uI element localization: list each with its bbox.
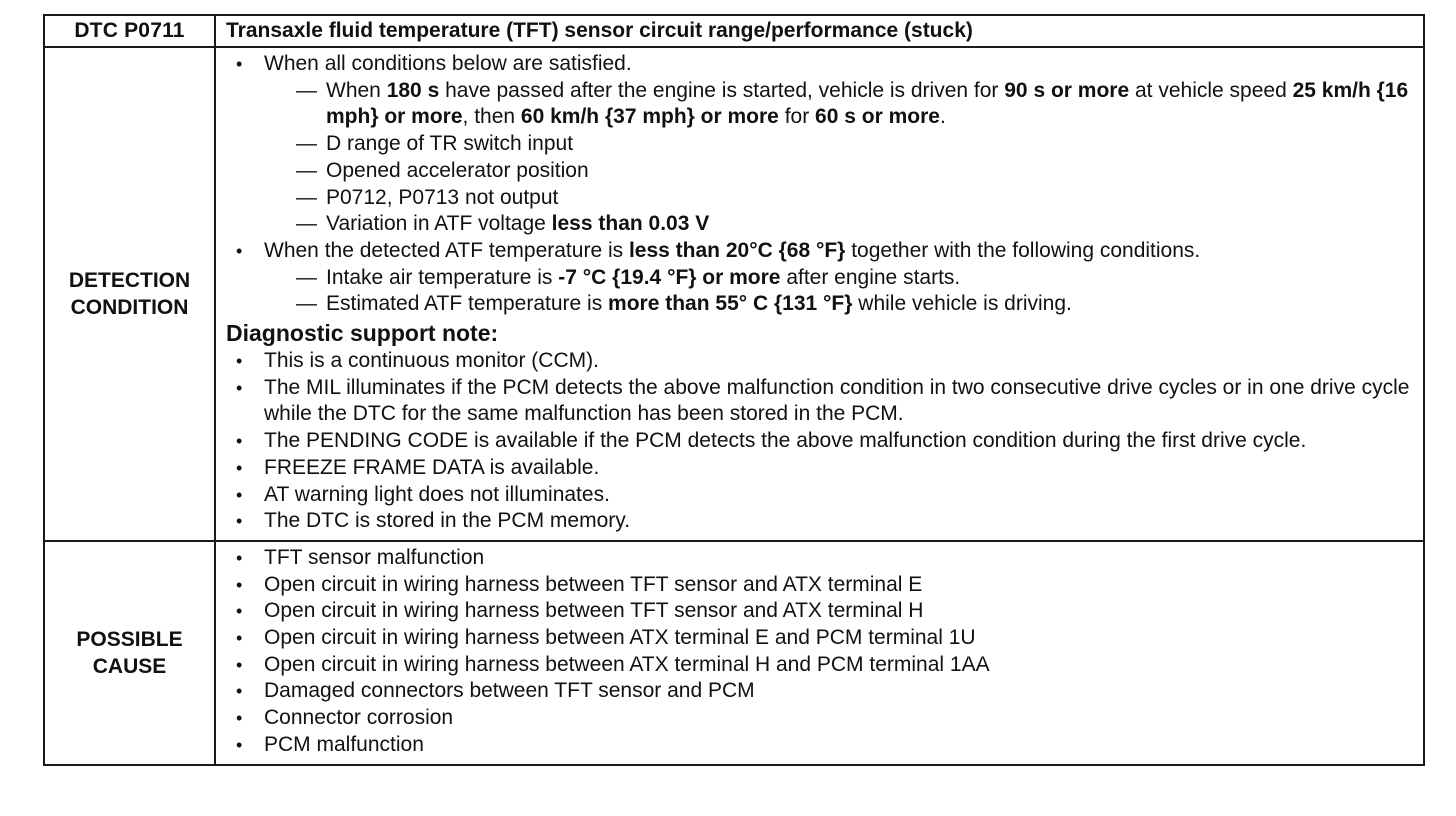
dtc-table: DTC P0711 Transaxle fluid temperature (T… bbox=[43, 14, 1425, 766]
sub-list-item: — Estimated ATF temperature is more than … bbox=[296, 291, 1411, 318]
label-line: POSSIBLE bbox=[76, 627, 183, 651]
sub-condition-list: — Intake air temperature is -7 °C {19.4 °… bbox=[264, 265, 1411, 318]
bold-text: 60 km/h {37 mph} or more bbox=[520, 105, 779, 129]
list-item: The MIL illuminates if the PCM detects t… bbox=[226, 375, 1411, 428]
list-item: Connector corrosion bbox=[226, 705, 1411, 732]
condition-list: When all conditions below are satisfied.… bbox=[226, 51, 1411, 318]
text-run: D range of TR switch input bbox=[326, 132, 574, 156]
detection-condition-label: DETECTION CONDITION bbox=[43, 46, 216, 542]
text-run: Estimated ATF temperature is bbox=[326, 292, 609, 316]
dash-marker: — bbox=[296, 158, 317, 182]
header-row: DTC P0711 Transaxle fluid temperature (T… bbox=[43, 14, 1425, 48]
list-item: Damaged connectors between TFT sensor an… bbox=[226, 678, 1411, 705]
dtc-title: Transaxle fluid temperature (TFT) sensor… bbox=[214, 14, 1425, 48]
possible-cause-label: POSSIBLE CAUSE bbox=[43, 539, 216, 766]
list-item: Open circuit in wiring harness between T… bbox=[226, 572, 1411, 599]
text-run: while vehicle is driving. bbox=[852, 292, 1072, 316]
cause-list: TFT sensor malfunction Open circuit in w… bbox=[226, 545, 1411, 759]
bold-text: 180 s bbox=[386, 78, 440, 102]
text-run: for bbox=[778, 105, 816, 129]
list-item: TFT sensor malfunction bbox=[226, 545, 1411, 572]
dtc-code: DTC P0711 bbox=[43, 14, 216, 48]
sub-list-item: — When 180 s have passed after the engine… bbox=[296, 78, 1411, 131]
list-item: FREEZE FRAME DATA is available. bbox=[226, 455, 1411, 482]
list-item-text: When all conditions below are satisfied. bbox=[264, 52, 632, 75]
sub-list-item: — Variation in ATF voltage less than 0.03… bbox=[296, 211, 1411, 238]
list-item: The PENDING CODE is available if the PCM… bbox=[226, 428, 1411, 455]
sub-list-item: — Intake air temperature is -7 °C {19.4 °… bbox=[296, 265, 1411, 292]
bold-text: 90 s or more bbox=[1004, 78, 1130, 102]
text-run: When bbox=[326, 78, 387, 102]
text-run: P0712, P0713 not output bbox=[326, 185, 559, 209]
list-item: Open circuit in wiring harness between A… bbox=[226, 652, 1411, 679]
dash-marker: — bbox=[296, 78, 317, 102]
list-item: This is a continuous monitor (CCM). bbox=[226, 348, 1411, 375]
label-line: CONDITION bbox=[70, 295, 189, 319]
bold-text: less than 20°C {68 °F} bbox=[628, 238, 846, 262]
diagnostic-note-list: This is a continuous monitor (CCM). The … bbox=[226, 348, 1411, 535]
dash-marker: — bbox=[296, 132, 317, 156]
text-run: . bbox=[939, 105, 946, 129]
dash-marker: — bbox=[296, 265, 317, 289]
list-item: AT warning light does not illuminates. bbox=[226, 482, 1411, 509]
sub-condition-list: — When 180 s have passed after the engine… bbox=[264, 78, 1411, 238]
dtc-document: DTC P0711 Transaxle fluid temperature (T… bbox=[43, 14, 1425, 766]
possible-cause-row: POSSIBLE CAUSE TFT sensor malfunction Op… bbox=[43, 539, 1425, 766]
list-item: When the detected ATF temperature is les… bbox=[226, 238, 1411, 318]
label-line: CAUSE bbox=[92, 654, 167, 678]
bold-text: -7 °C {19.4 °F} or more bbox=[558, 265, 781, 289]
text-run: When the detected ATF temperature is bbox=[264, 238, 629, 262]
detection-row: DETECTION CONDITION When all conditions … bbox=[43, 46, 1425, 542]
text-run: at vehicle speed bbox=[1129, 78, 1293, 102]
list-item: Open circuit in wiring harness between T… bbox=[226, 598, 1411, 625]
dash-marker: — bbox=[296, 292, 317, 316]
text-run: , then bbox=[462, 105, 521, 129]
dash-marker: — bbox=[296, 212, 317, 236]
text-run: Opened accelerator position bbox=[326, 158, 589, 182]
list-item: The DTC is stored in the PCM memory. bbox=[226, 508, 1411, 535]
bold-text: 60 s or more bbox=[815, 105, 940, 129]
list-item: Open circuit in wiring harness between A… bbox=[226, 625, 1411, 652]
list-item: PCM malfunction bbox=[226, 732, 1411, 759]
bold-text: less than 0.03 V bbox=[551, 212, 710, 236]
text-run: Variation in ATF voltage bbox=[326, 212, 552, 236]
bold-text: more than 55° C {131 °F} bbox=[608, 292, 853, 316]
possible-cause-content: TFT sensor malfunction Open circuit in w… bbox=[214, 539, 1425, 766]
sub-list-item: — P0712, P0713 not output bbox=[296, 185, 1411, 212]
detection-condition-content: When all conditions below are satisfied.… bbox=[214, 46, 1425, 542]
sub-list-item: — D range of TR switch input bbox=[296, 131, 1411, 158]
bold-text: 25 km/h {16 mph} or more bbox=[326, 78, 1409, 129]
text-run: after engine starts. bbox=[780, 265, 961, 289]
sub-list-item: — Opened accelerator position bbox=[296, 158, 1411, 185]
text-run: have passed after the engine is started,… bbox=[439, 78, 1005, 102]
text-run: together with the following conditions. bbox=[845, 238, 1201, 262]
dash-marker: — bbox=[296, 185, 317, 209]
list-item: When all conditions below are satisfied.… bbox=[226, 51, 1411, 238]
label-line: DETECTION bbox=[68, 268, 191, 292]
diagnostic-note-heading: Diagnostic support note: bbox=[226, 320, 499, 347]
text-run: Intake air temperature is bbox=[326, 265, 559, 289]
